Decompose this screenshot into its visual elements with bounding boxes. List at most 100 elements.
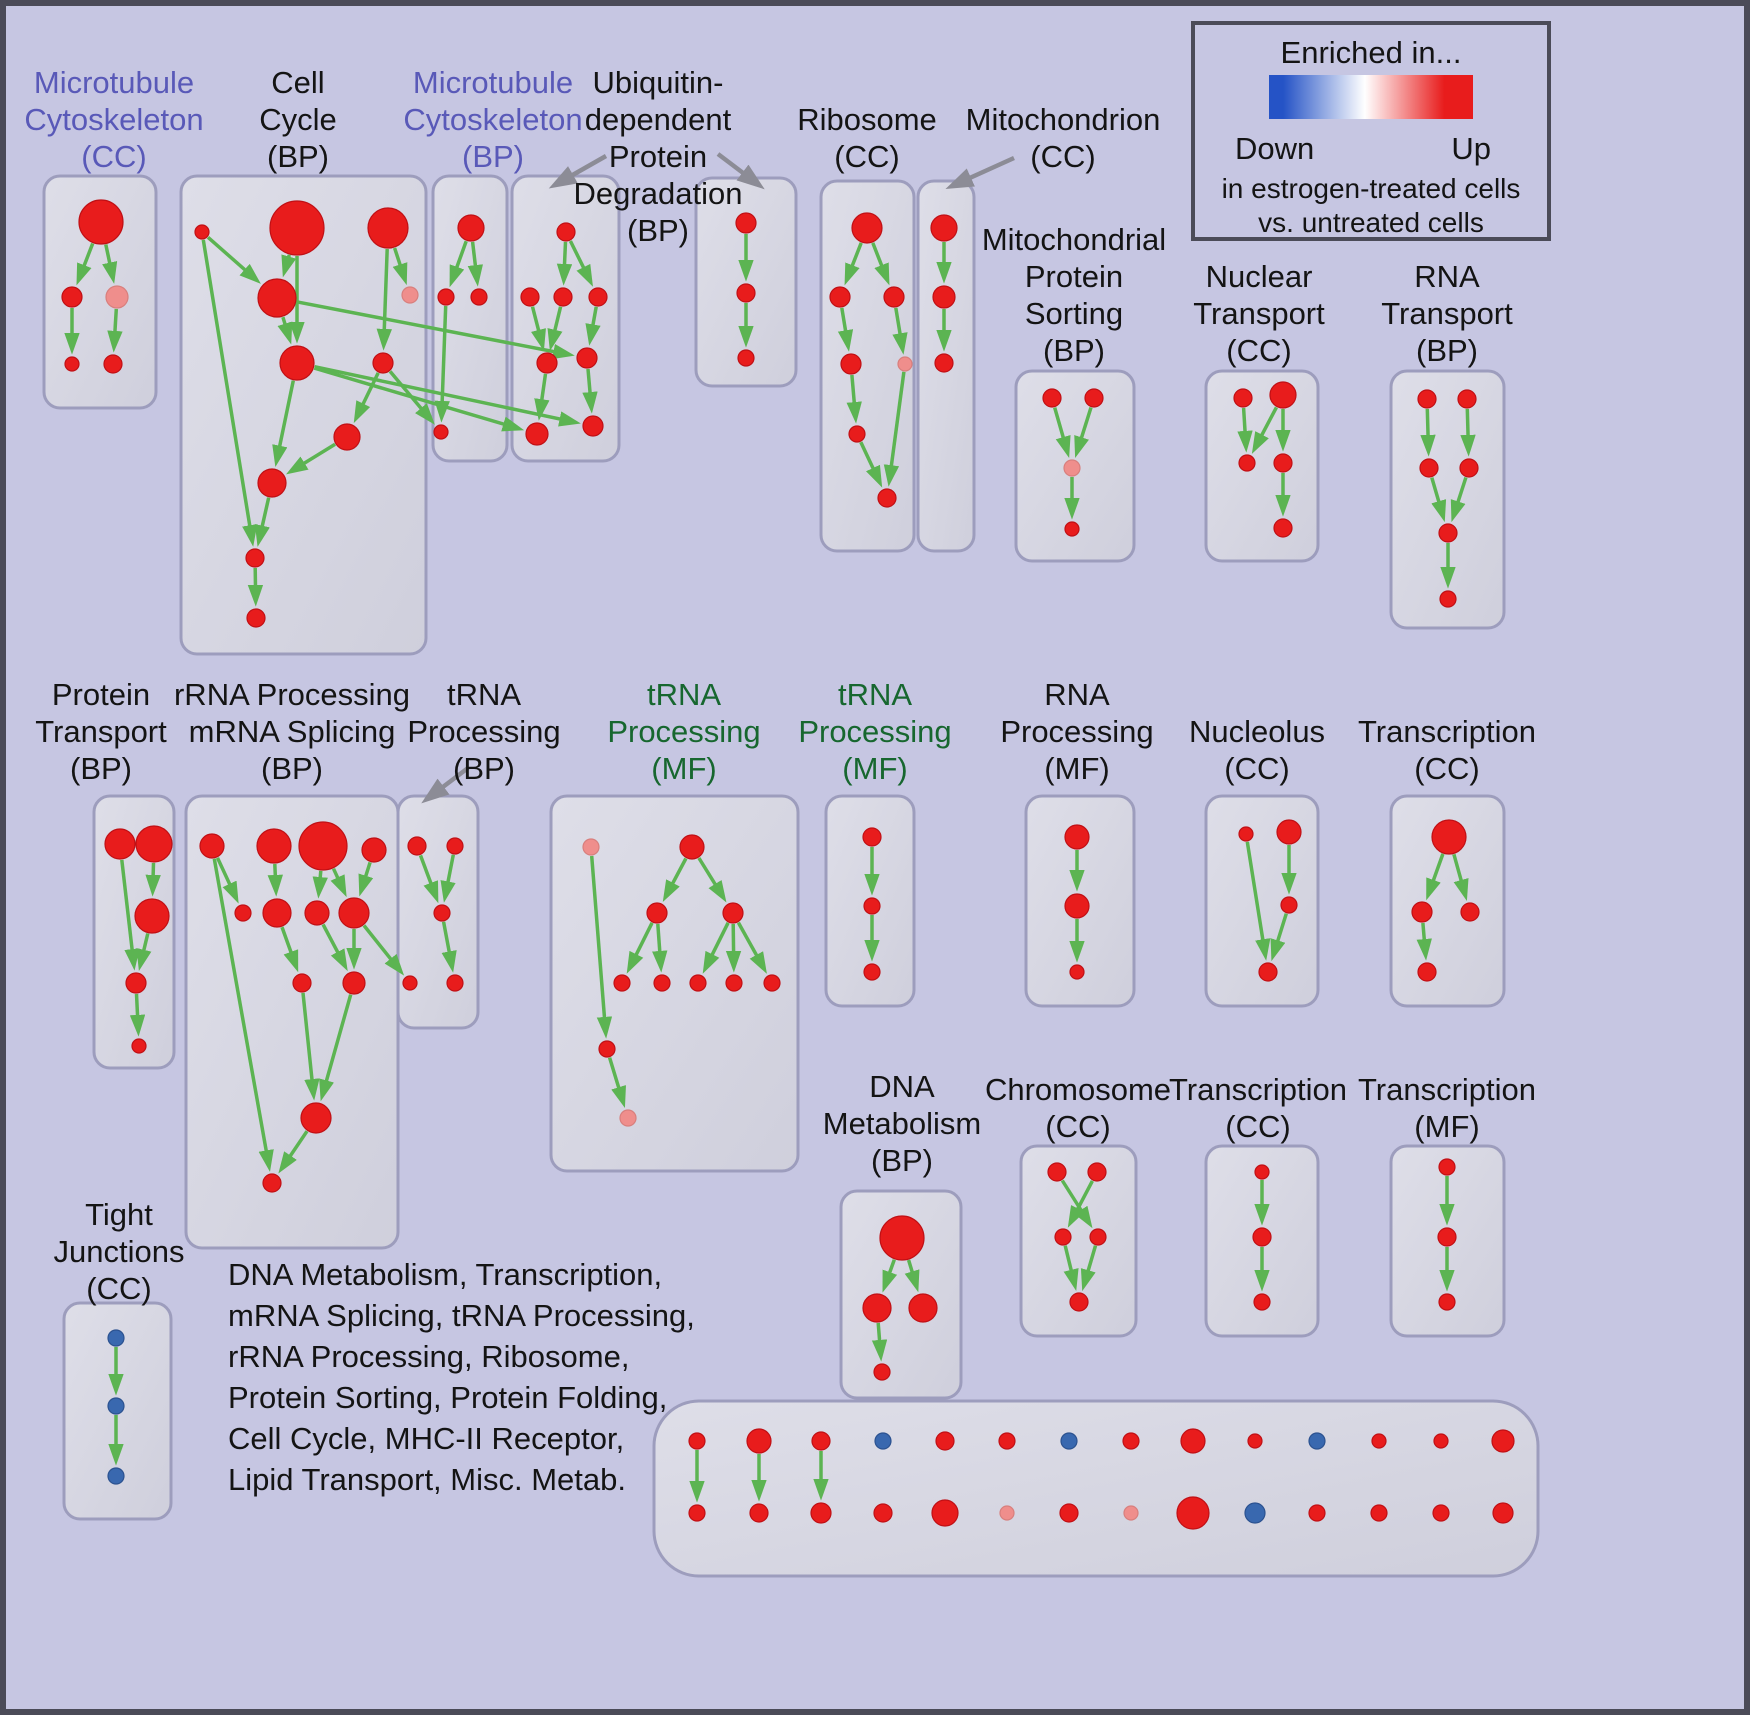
- go-term-node-bb9: [1176, 1496, 1210, 1530]
- go-term-node-c2: [1087, 1162, 1107, 1182]
- go-term-node-g2: [446, 837, 464, 855]
- cluster-label-transcription-cc-top: Transcription (CC): [1357, 714, 1537, 786]
- hierarchy-edge: [736, 921, 767, 974]
- go-term-node-s1: [1417, 389, 1437, 409]
- go-term-node-s6: [1439, 590, 1457, 608]
- go-term-node-r1: [851, 212, 883, 244]
- hierarchy-edge: [662, 857, 688, 903]
- hierarchy-edge: [1080, 1245, 1098, 1292]
- hierarchy-edge: [449, 240, 468, 288]
- hierarchy-edge: [296, 300, 575, 360]
- go-term-node-b9: [257, 468, 287, 498]
- hierarchy-edge: [277, 316, 293, 345]
- go-term-node-k3: [1280, 896, 1298, 914]
- hierarchy-edge: [1452, 853, 1469, 901]
- cluster-label-chromosome: Chromosome (CC): [984, 1072, 1172, 1144]
- hierarchy-edge: [434, 305, 450, 423]
- go-term-node-a1: [78, 199, 124, 245]
- hierarchy-edge: [1237, 407, 1253, 453]
- go-term-node-p3: [1063, 459, 1081, 477]
- go-term-node-bt14: [1491, 1429, 1515, 1453]
- go-term-node-h6: [653, 974, 671, 992]
- cluster-label-transcription-mf: Transcription (MF): [1357, 1072, 1537, 1144]
- go-term-node-s5: [1438, 523, 1458, 543]
- go-term-node-h8: [725, 974, 743, 992]
- go-term-node-m2: [437, 288, 455, 306]
- go-term-node-e10: [342, 971, 366, 995]
- hierarchy-edge: [883, 371, 906, 487]
- go-term-node-i1: [862, 827, 882, 847]
- hierarchy-edge: [313, 366, 525, 432]
- go-term-node-bb10: [1244, 1502, 1266, 1524]
- hierarchy-edge: [441, 921, 457, 973]
- go-term-node-a3: [105, 285, 129, 309]
- go-term-node-x2: [1252, 1227, 1272, 1247]
- cluster-box-nuclear-transport: [1204, 369, 1320, 563]
- hierarchy-edge: [319, 994, 353, 1102]
- misc-clusters-note: DNA Metabolism, Transcription, mRNA Spli…: [228, 1257, 695, 1497]
- go-term-node-u5: [536, 352, 558, 374]
- go-term-node-g1: [407, 836, 427, 856]
- go-term-node-x3: [1253, 1293, 1271, 1311]
- hierarchy-edge: [1251, 406, 1278, 454]
- hierarchy-edge: [725, 923, 742, 973]
- go-term-node-i2: [863, 897, 881, 915]
- hierarchy-edge: [1074, 406, 1093, 459]
- go-term-node-bb12: [1370, 1504, 1388, 1522]
- hierarchy-edge: [215, 857, 239, 904]
- go-term-node-b6: [279, 345, 315, 381]
- go-term-node-q4: [1273, 453, 1293, 473]
- hierarchy-edge: [314, 364, 581, 427]
- go-term-node-r5: [897, 356, 913, 372]
- go-term-node-b8: [333, 423, 361, 451]
- legend: Enriched in... Down Up in estrogen-treat…: [1191, 21, 1551, 241]
- hierarchy-edge: [440, 854, 456, 903]
- hierarchy-edge: [607, 1057, 626, 1109]
- cluster-label-mitochondrion: Mitochondrion (CC): [965, 102, 1161, 174]
- label-pointer-arrow: [945, 155, 1015, 189]
- go-term-node-b3: [367, 207, 409, 249]
- go-term-node-bt10: [1247, 1433, 1263, 1449]
- hierarchy-edge: [267, 863, 283, 897]
- go-term-node-k1: [1238, 826, 1254, 842]
- cluster-label-cell-cycle: Cell Cycle (BP): [259, 65, 337, 174]
- hierarchy-edge: [882, 1259, 898, 1293]
- hierarchy-edge: [530, 306, 546, 352]
- go-term-node-g5: [446, 974, 464, 992]
- hierarchy-edge: [702, 922, 730, 974]
- go-term-node-c5: [1069, 1292, 1089, 1312]
- go-term-node-u2: [520, 287, 540, 307]
- hierarchy-edge: [556, 241, 573, 286]
- hierarchy-edge: [206, 235, 261, 284]
- go-term-node-h10: [598, 1040, 616, 1058]
- go-term-node-h7: [689, 974, 707, 992]
- go-term-node-g3: [433, 904, 451, 922]
- go-term-node-u4: [588, 287, 608, 307]
- go-term-node-bb1: [688, 1504, 706, 1522]
- go-term-node-w1: [930, 214, 958, 242]
- go-term-node-r2: [829, 286, 851, 308]
- cluster-box-chromosome: [1019, 1144, 1138, 1338]
- go-term-node-h9: [763, 974, 781, 992]
- go-term-node-c3: [1054, 1228, 1072, 1246]
- go-term-node-d4: [873, 1363, 891, 1381]
- go-term-node-e6: [262, 898, 292, 928]
- go-term-node-a4: [64, 356, 80, 372]
- cluster-label-nuclear-transport: Nuclear Transport (CC): [1193, 259, 1325, 368]
- go-term-node-l2: [1411, 901, 1433, 923]
- go-term-node-k2: [1276, 819, 1302, 845]
- go-term-node-bt3: [811, 1431, 831, 1451]
- go-term-node-bt1: [688, 1432, 706, 1450]
- hierarchy-edge: [301, 992, 320, 1101]
- hierarchy-edge: [846, 374, 862, 424]
- hierarchy-edge: [892, 307, 908, 355]
- legend-caption-line2: vs. untreated cells: [1258, 207, 1484, 238]
- go-term-node-bb13: [1432, 1504, 1450, 1522]
- go-term-node-b4: [257, 278, 297, 318]
- cluster-label-rna-processing-mf: RNA Processing (MF): [1000, 677, 1154, 786]
- go-term-node-r3: [883, 286, 905, 308]
- go-term-node-b5: [401, 286, 419, 304]
- go-term-node-bt9: [1180, 1428, 1206, 1454]
- hierarchy-edge: [392, 247, 408, 286]
- go-term-node-t1: [104, 828, 136, 860]
